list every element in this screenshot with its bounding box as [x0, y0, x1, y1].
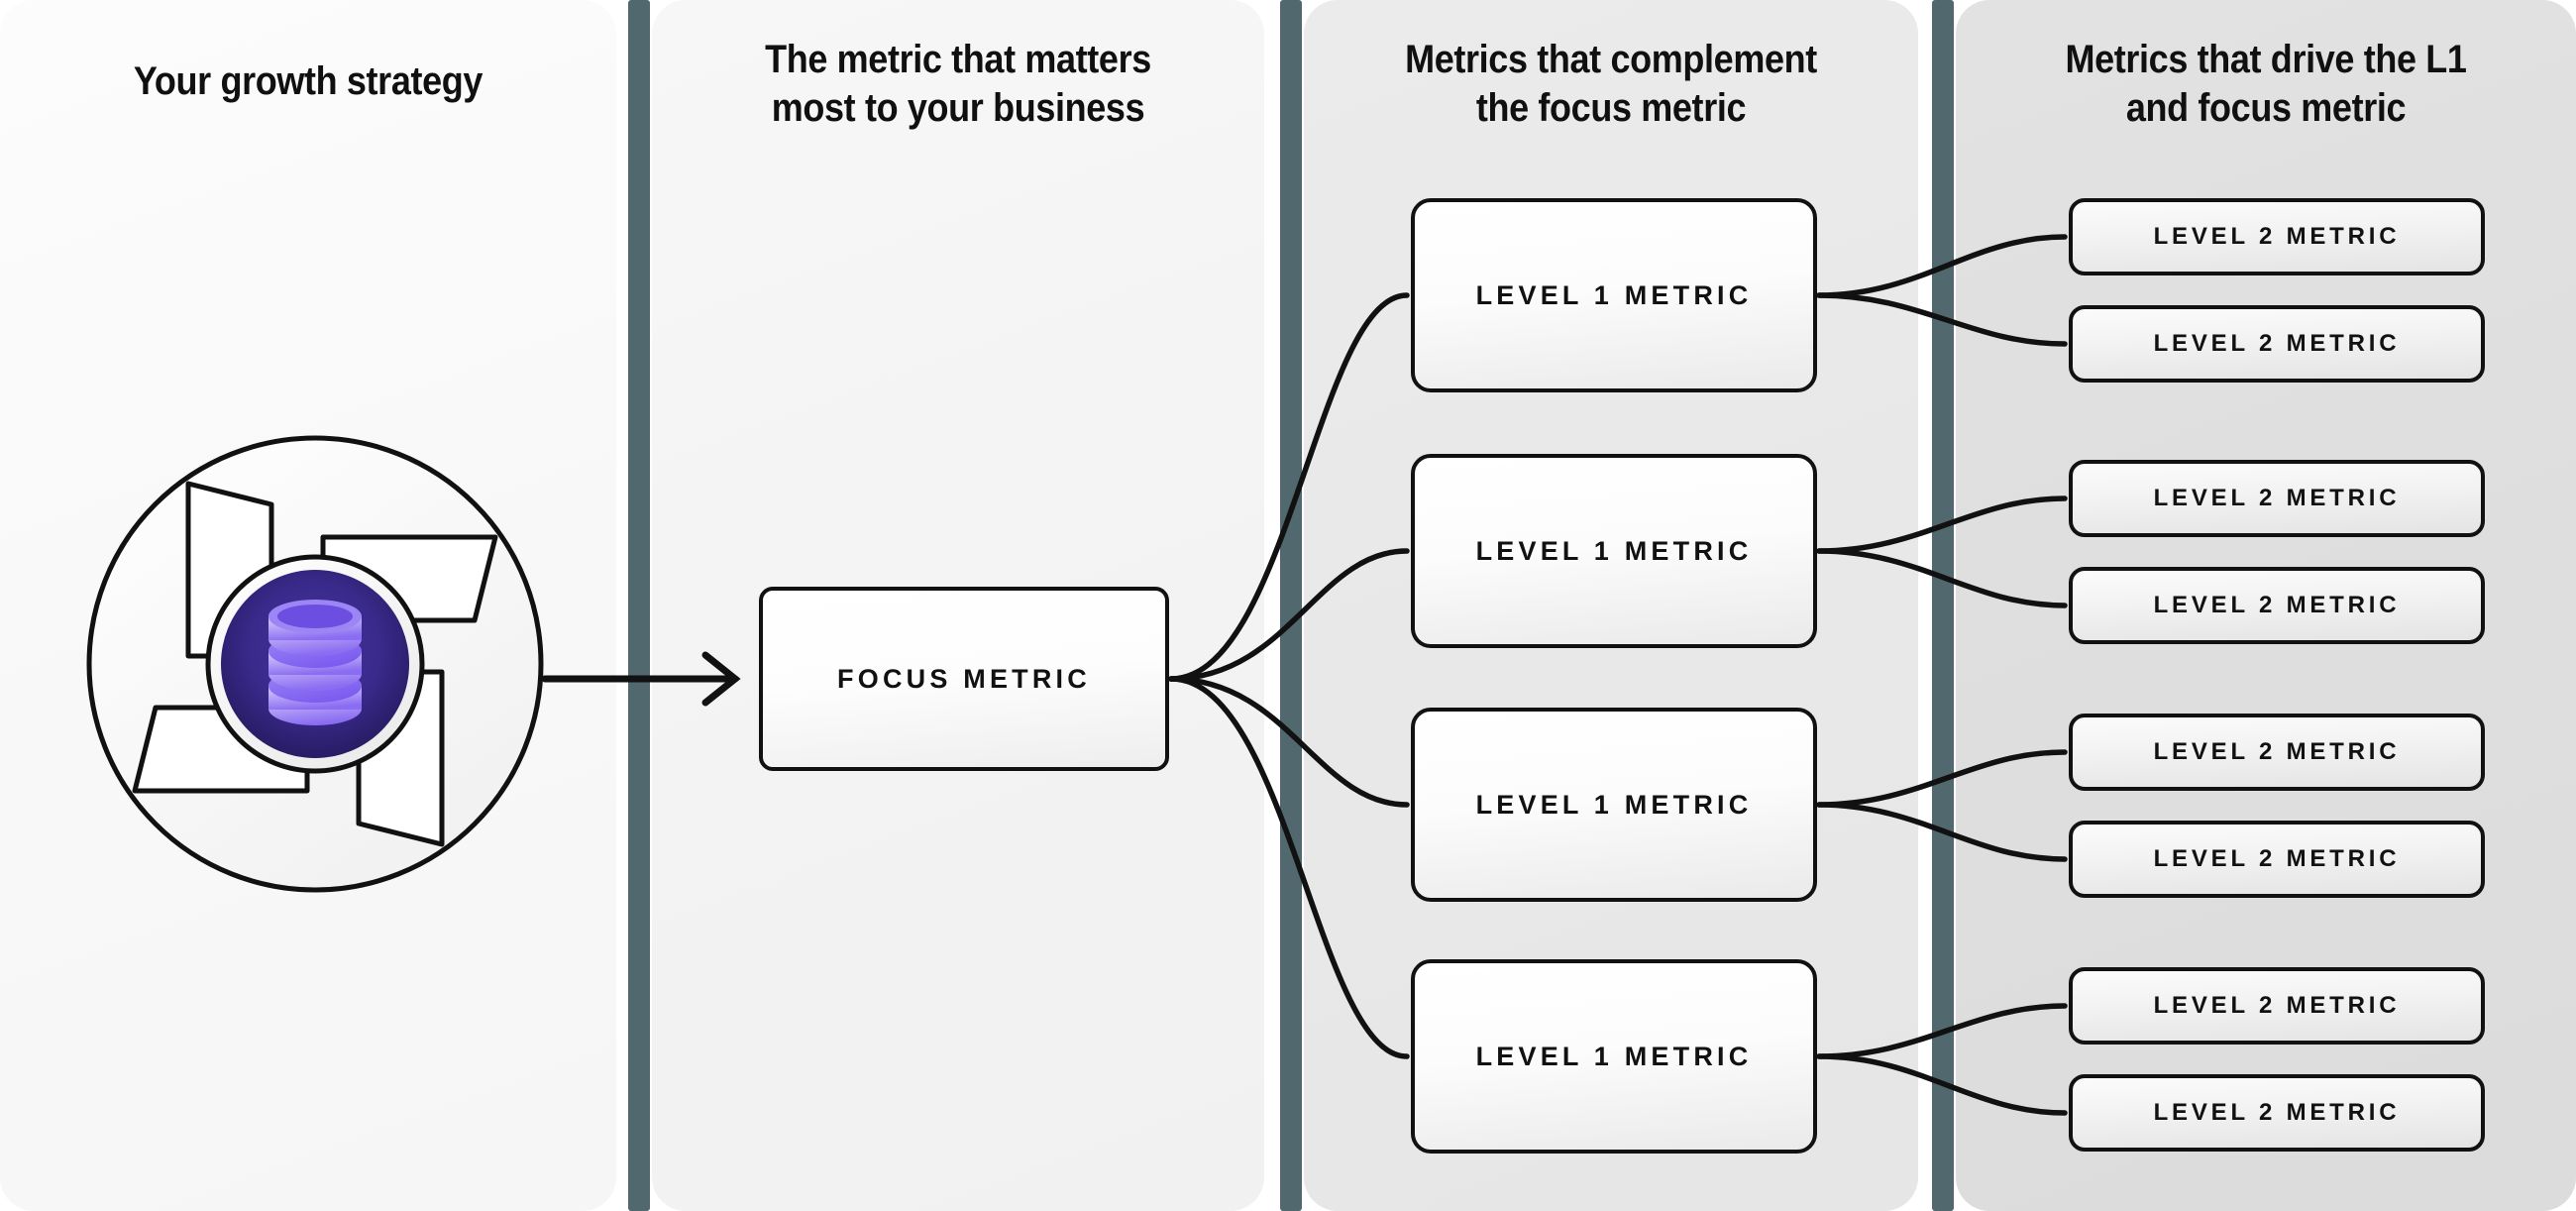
level-1-metric-node-1[interactable]: LEVEL 1 METRIC [1411, 198, 1817, 392]
database-aperture-logo [77, 426, 553, 902]
column-divider-2 [1280, 0, 1302, 1211]
level-2-metric-node-4[interactable]: LEVEL 2 METRIC [2069, 567, 2485, 644]
level-2-metric-node-6[interactable]: LEVEL 2 METRIC [2069, 821, 2485, 898]
level-1-metric-node-2[interactable]: LEVEL 1 METRIC [1411, 454, 1817, 648]
level-2-metric-node-8[interactable]: LEVEL 2 METRIC [2069, 1074, 2485, 1152]
level-2-metric-node-3[interactable]: LEVEL 2 METRIC [2069, 460, 2485, 537]
column-heading-focus-metric: The metric that matters most to your bus… [765, 38, 1151, 130]
focus-metric-node[interactable]: FOCUS METRIC [759, 587, 1169, 771]
database-icon [268, 600, 362, 725]
level-2-metric-node-2[interactable]: LEVEL 2 METRIC [2069, 305, 2485, 383]
level-2-metric-node-1[interactable]: LEVEL 2 METRIC [2069, 198, 2485, 275]
column-heading-complement-metrics: Metrics that complement the focus metric [1405, 38, 1817, 130]
column-divider-3 [1932, 0, 1954, 1211]
column-heading-driver-metrics: Metrics that drive the L1 and focus metr… [2065, 38, 2467, 130]
level-1-metric-node-4[interactable]: LEVEL 1 METRIC [1411, 959, 1817, 1154]
level-2-metric-node-7[interactable]: LEVEL 2 METRIC [2069, 967, 2485, 1045]
aperture-svg [86, 435, 544, 893]
level-2-metric-node-5[interactable]: LEVEL 2 METRIC [2069, 714, 2485, 791]
column-heading-growth-strategy: Your growth strategy [133, 59, 483, 103]
column-divider-1 [628, 0, 650, 1211]
level-1-metric-node-3[interactable]: LEVEL 1 METRIC [1411, 708, 1817, 902]
